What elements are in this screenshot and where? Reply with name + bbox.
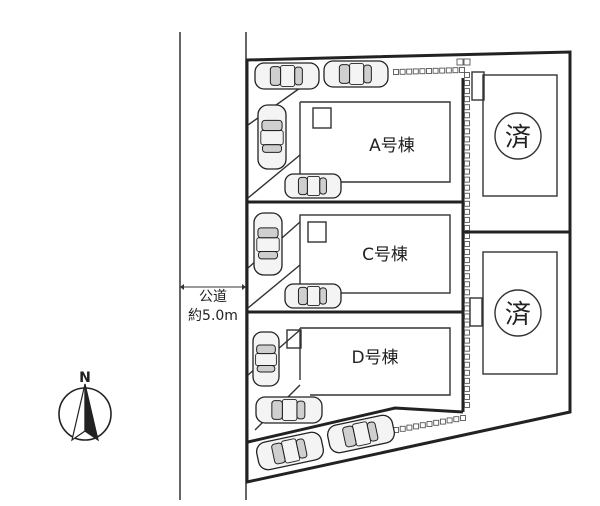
car-a-1 [254, 62, 320, 90]
sold-lot-north: 済 [471, 71, 558, 197]
car-d-1 [252, 331, 280, 387]
lot-d-south-edge [247, 406, 464, 444]
road-width-dimension: 公道 約5.0m [180, 284, 246, 324]
north-label: N [79, 370, 91, 386]
road-name: 公道 [199, 289, 227, 305]
north-arrow: N [58, 370, 112, 442]
car-c-2 [284, 283, 342, 309]
sold-marker-north: 済 [505, 123, 531, 153]
car-d-4 [326, 414, 396, 454]
fence-south [393, 415, 466, 433]
building-a: A号棟 [299, 101, 451, 183]
car-d-2 [255, 396, 323, 424]
car-a-2 [323, 60, 389, 88]
fence-east [464, 72, 470, 408]
car-a-3 [257, 104, 287, 170]
road-width: 約5.0m [188, 308, 238, 324]
building-c: C号棟 [299, 214, 451, 294]
car-a-4 [284, 173, 342, 199]
building-c-label: C号棟 [362, 245, 408, 265]
site-boundary [245, 50, 572, 484]
car-d-3 [255, 431, 325, 471]
building-a-label: A号棟 [369, 136, 415, 156]
building-d-label: D号棟 [351, 348, 398, 368]
building-d: D号棟 [286, 327, 451, 396]
sold-lot-south: 済 [469, 251, 558, 375]
sold-marker-south: 済 [505, 300, 531, 330]
car-c-1 [253, 212, 283, 276]
fence-north [393, 58, 471, 75]
